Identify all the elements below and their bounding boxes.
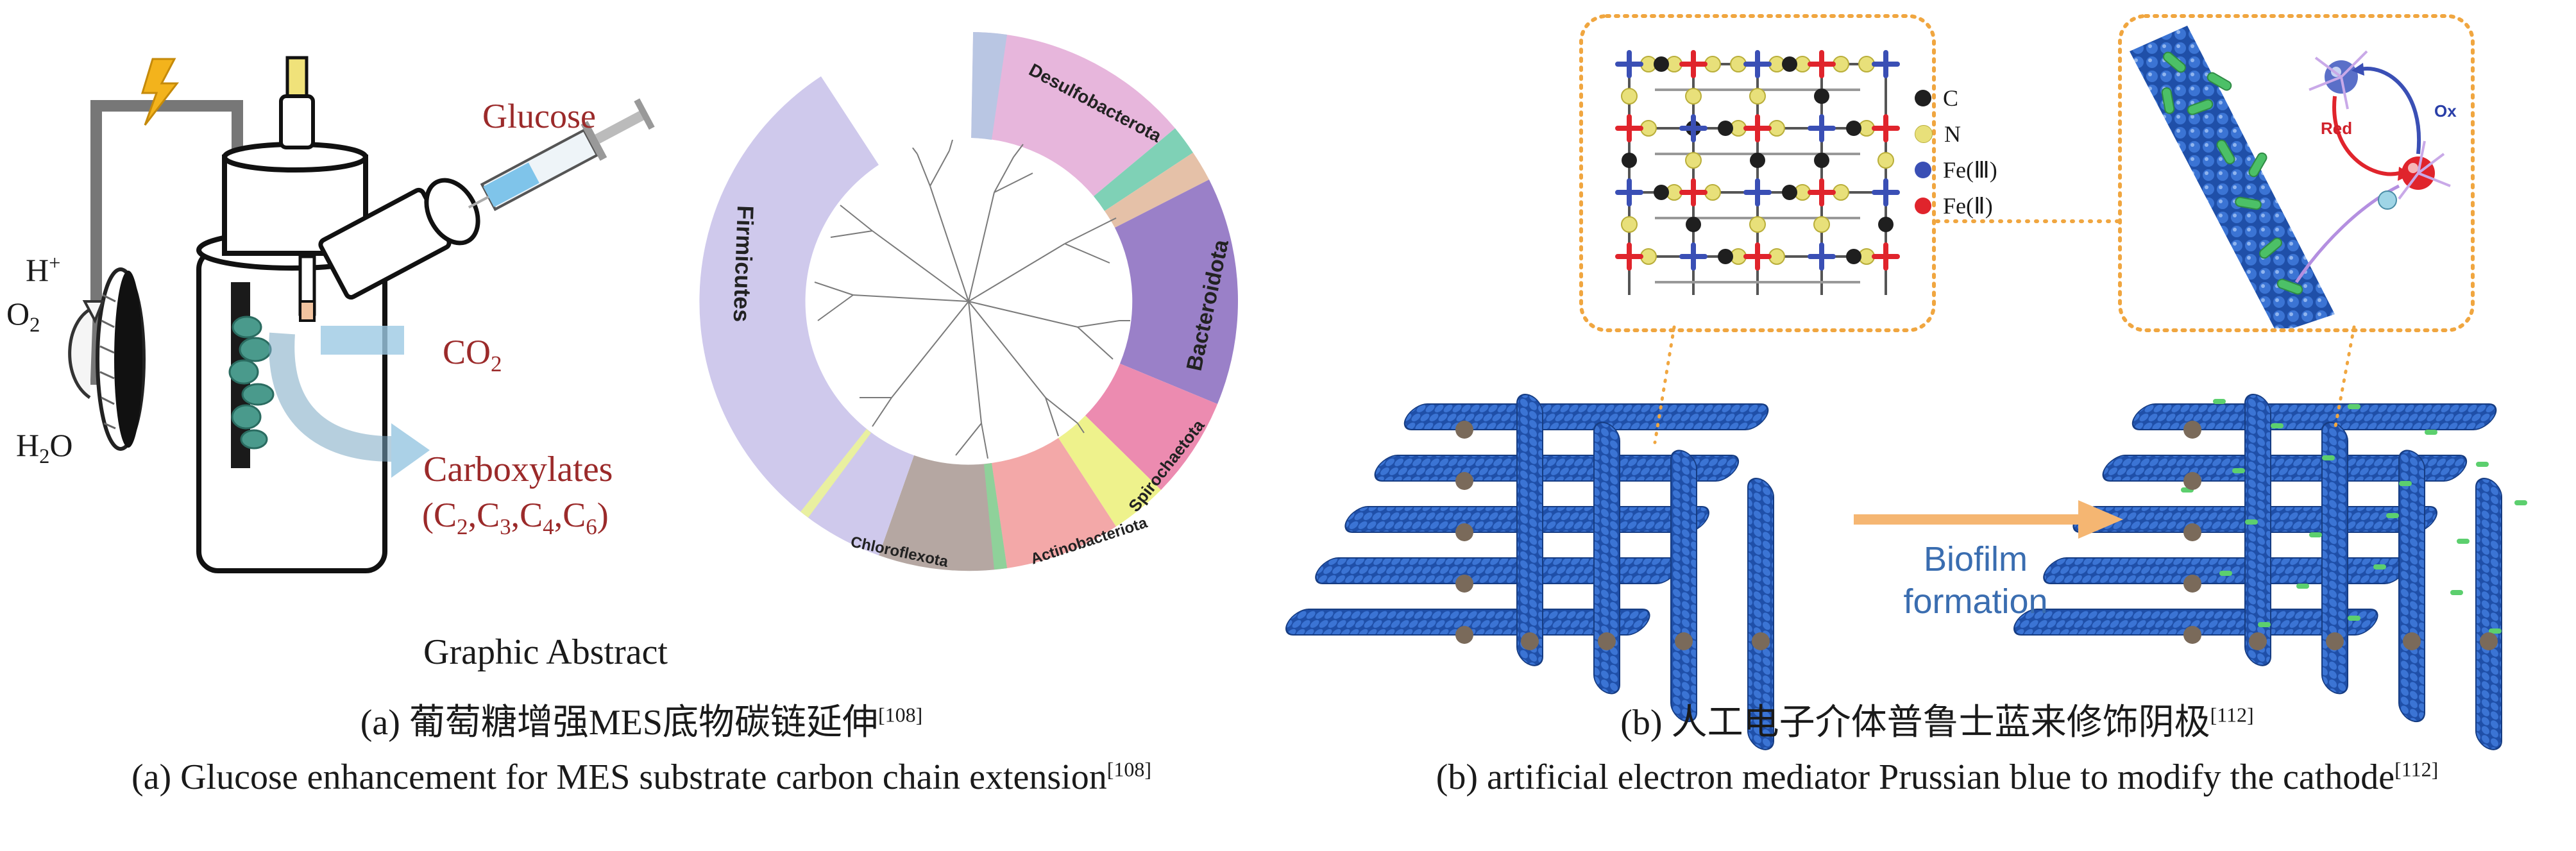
biofilm-scaffold	[2013, 394, 2527, 750]
caption-a-cn: (a) 葡萄糖增强MES底物碳链延伸[108]	[360, 703, 923, 743]
inset-leaders	[1653, 325, 2356, 444]
legend-item-fe3: Fe(Ⅲ)	[1915, 152, 1997, 188]
h2o-label: H2O	[16, 427, 73, 468]
glucose-label: Glucose	[482, 97, 596, 135]
phylogenetic-tree: Desulfobacterota Bacteroidota Spirochaet…	[699, 31, 1239, 571]
redox-red-label: Red	[2321, 119, 2353, 138]
h-plus-label: H+	[26, 251, 61, 288]
o2-label: O2	[6, 296, 40, 337]
co2-label: CO2	[443, 333, 502, 376]
biofilm-fiber-inset	[2118, 14, 2475, 332]
carboxylates-label: Carboxylates	[423, 450, 613, 489]
reactor-diagram	[68, 56, 655, 573]
fe2-dot-icon	[1915, 198, 1931, 214]
nitrogen-dot-icon	[1915, 125, 1933, 143]
legend-item-carbon: C	[1915, 80, 1997, 116]
atom-legend: C N Fe(Ⅲ) Fe(Ⅱ)	[1915, 80, 1997, 224]
caption-a-en: (a) Glucose enhancement for MES substrat…	[131, 757, 1152, 797]
chain-length-label: (C2,C3,C4,C6)	[422, 496, 609, 539]
biofilm-formation-arrow	[1854, 500, 2123, 539]
inset-connector	[1935, 219, 2131, 223]
carbon-dot-icon	[1915, 90, 1931, 106]
legend-item-fe2: Fe(Ⅱ)	[1915, 188, 1997, 224]
prussian-blue-crystal	[1579, 14, 1936, 332]
caption-b-cn: (b) 人工电子介体普鲁士蓝来修饰阴极[112]	[1620, 703, 2254, 743]
caption-b-en: (b) artificial electron mediator Prussia…	[1436, 757, 2439, 797]
lightning-icon	[140, 58, 180, 126]
legend-item-nitrogen: N	[1915, 116, 1997, 152]
fe3-dot-icon	[1915, 162, 1931, 178]
biofilm-label: Biofilm formation	[1903, 540, 2048, 621]
graphic-abstract-label: Graphic Abstract	[423, 632, 668, 672]
tree-label-firmicutes: Firmicutes	[729, 205, 759, 323]
bare-scaffold	[1285, 394, 1774, 750]
redox-ox-label: Ox	[2434, 101, 2457, 121]
